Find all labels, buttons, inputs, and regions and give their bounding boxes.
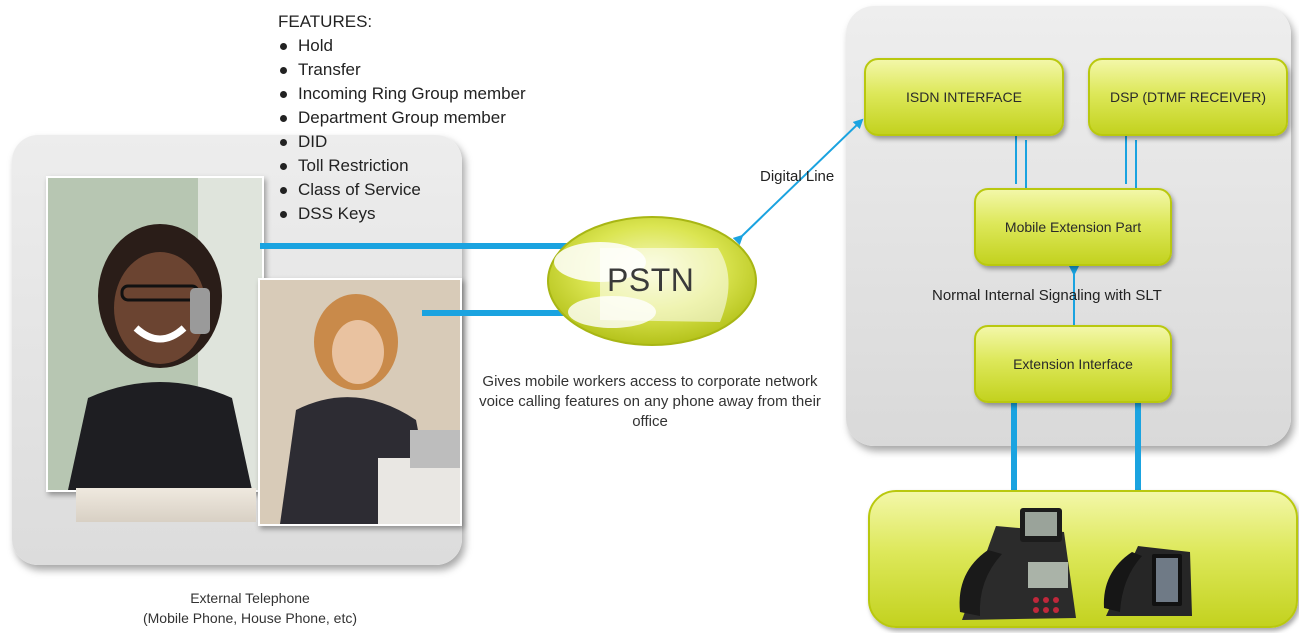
feature-item: DID [278, 130, 526, 154]
caption-line-2: (Mobile Phone, House Phone, etc) [142, 610, 357, 626]
businesswoman-photo [258, 278, 462, 526]
desk-phones-tray [868, 490, 1298, 628]
businesswoman-illustration [260, 280, 460, 524]
feature-item: Toll Restriction [278, 154, 526, 178]
feature-item: Incoming Ring Group member [278, 82, 526, 106]
pstn-label: PSTN [607, 262, 695, 298]
woman-on-phone-photo [46, 176, 264, 492]
isdn-interface-box: ISDN INTERFACE [864, 58, 1064, 136]
feature-item: DSS Keys [278, 202, 526, 226]
desk-phones-illustration [959, 508, 1192, 620]
desk-phone-icon [959, 508, 1076, 620]
digital-line-arrow [732, 118, 864, 246]
extension-interface-box: Extension Interface [974, 325, 1172, 403]
desk-phone-icon [1103, 546, 1192, 616]
pstn-page [600, 248, 729, 322]
woman-on-phone-illustration [48, 178, 262, 490]
feature-item: Class of Service [278, 178, 526, 202]
desk-strip [76, 488, 256, 522]
feature-item: Transfer [278, 58, 526, 82]
feature-item: Hold [278, 34, 526, 58]
description-text: Gives mobile workers access to corporate… [479, 373, 821, 430]
signaling-label: Normal Internal Signaling with SLT [932, 287, 1162, 304]
digital-line-label: Digital Line [760, 168, 835, 185]
features-title: FEATURES: [278, 12, 373, 31]
mobile-extension-box: Mobile Extension Part [974, 188, 1172, 266]
pstn-cloud [547, 216, 757, 346]
features-list: FEATURES: Hold Transfer Incoming Ring Gr… [278, 10, 526, 226]
features-items: Hold Transfer Incoming Ring Group member… [278, 34, 526, 226]
caption-line-1: External Telephone [190, 590, 310, 606]
external-telephone-caption: External Telephone (Mobile Phone, House … [80, 588, 420, 628]
dsp-receiver-box: DSP (DTMF RECEIVER) [1088, 58, 1288, 136]
feature-item: Department Group member [278, 106, 526, 130]
